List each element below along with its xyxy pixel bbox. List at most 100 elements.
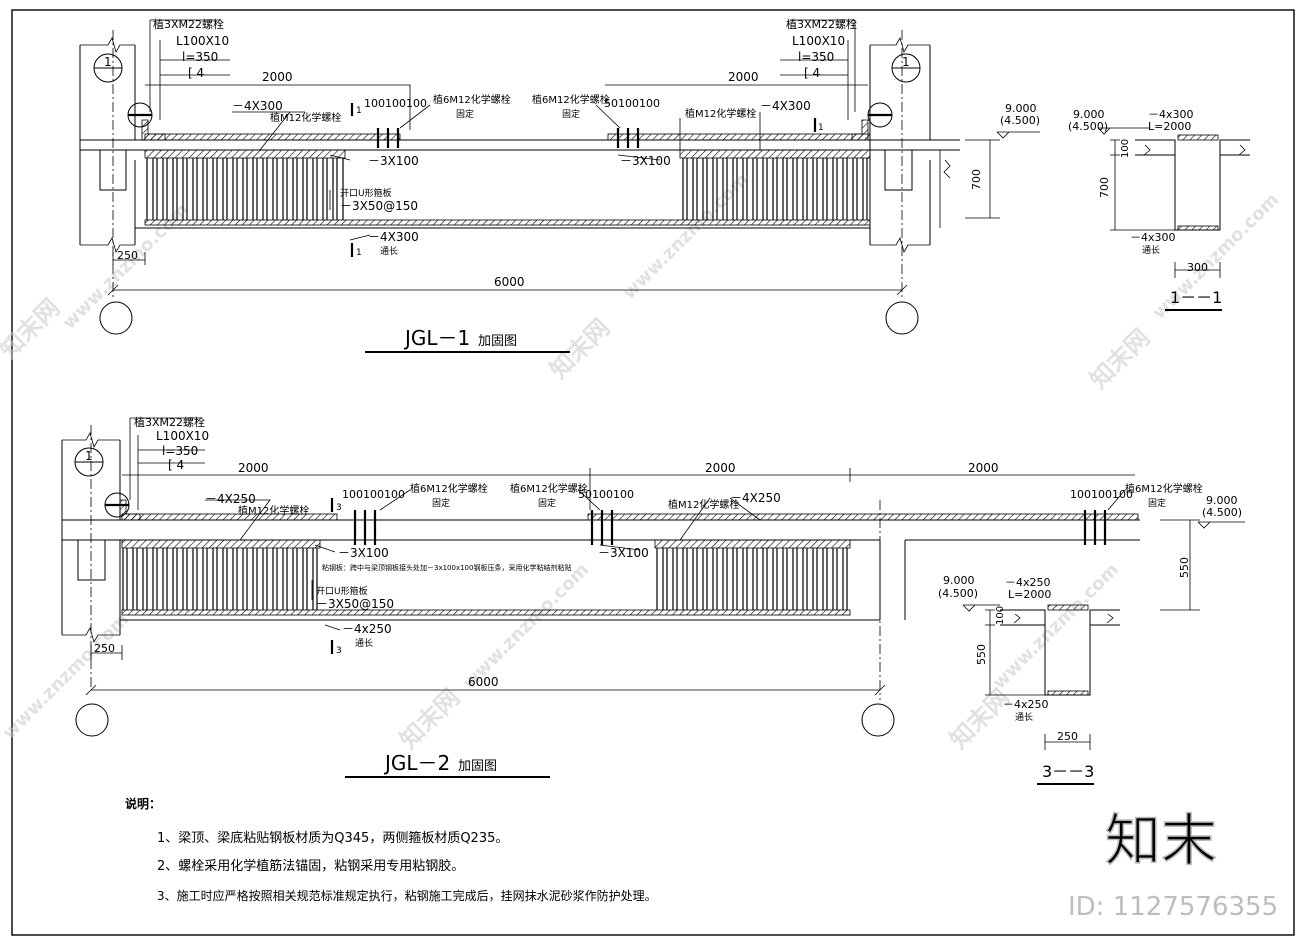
leader-lines (679, 112, 761, 150)
dimension-6000 (85, 684, 886, 696)
elevation-symbol (1097, 127, 1150, 135)
anchor-bolt-label: 植3XM22螺栓 (134, 415, 205, 429)
watermark-text: 知末网 (0, 294, 65, 365)
fix-label: 固定 (432, 497, 450, 509)
plate-top-label: －4X250 (730, 491, 781, 505)
u-stirrup-plates (122, 548, 320, 610)
column-break (62, 626, 120, 644)
plate-note: 粘钢板：跨中与梁顶钢板接头处加－3x100x100钢板压条，采用化学粘结剂粘贴 (322, 563, 571, 572)
jgl2-elevation: 1 植3XM22螺栓 L100X10 l=350 [ 4 2000 2000 2… (61, 415, 1245, 778)
note-item: 2、螺栓采用化学植筋法锚固，粘钢采用专用粘钢胶。 (157, 858, 464, 874)
plate-top-label: －4x300 (1148, 108, 1194, 121)
plate-bottom-label: －4x250 (342, 622, 392, 636)
axis-bubble (75, 703, 109, 737)
height-dimension (965, 139, 1000, 219)
axis-bubble (99, 301, 133, 335)
leader-lines (232, 111, 305, 151)
u-plate-label: 开口U形箍板 (340, 187, 392, 199)
plate-mid-label: －3X100 (620, 154, 671, 168)
cut-mark-number: 1 (356, 248, 362, 258)
elevation-value: 9.000 (943, 574, 975, 587)
chem-bolt-6-label: 植6M12化学螺栓 (1125, 482, 1203, 495)
height-dimension (1160, 519, 1200, 611)
top-steel-plate (587, 513, 1139, 521)
cut-mark-number: 1 (818, 123, 824, 133)
watermark-url: www.znzmo.com (459, 559, 593, 693)
bolt-spacing: 100100100 (342, 488, 405, 501)
elevation-symbol (962, 604, 1000, 612)
top-steel-plate (1047, 604, 1089, 611)
anchor-bolt-label: 植3XM22螺栓 (153, 17, 224, 31)
height-dim-text: 700 (970, 169, 983, 190)
width-dimension (1044, 734, 1091, 750)
plate-top-label: －4x250 (1005, 576, 1051, 589)
through-label: 通长 (380, 245, 398, 257)
width-dimension (1174, 262, 1221, 278)
detail-bubble-number: 1 (85, 449, 93, 463)
jgl1-title: JGL－1 (403, 326, 470, 350)
bolt-spacing-mid: 50100100 (604, 97, 660, 110)
watermark-layer: 知末网 www.znzmo.com 知末网 www.znzmo.com 知末网 … (0, 169, 1283, 754)
section-3-3: 9.000 (4.500) －4x250 L=2000 100 550 －4x2… (938, 574, 1120, 785)
section-title: 1－－1 (1170, 288, 1222, 307)
elevation-paren: (4.500) (1202, 506, 1242, 519)
dimension-a: 2000 (238, 461, 269, 475)
column-break (80, 36, 135, 54)
cut-mark-number: 3 (336, 646, 342, 656)
bottom-steel-plate (121, 609, 851, 616)
dimension-span: 6000 (494, 275, 525, 289)
anchor-bolt-label: 植3XM22螺栓 (786, 17, 857, 31)
notes-heading: 说明： (125, 796, 161, 811)
angle-steel-label: L100X10 (792, 34, 845, 48)
left-column (79, 45, 136, 245)
chem-bolt-6-label: 植6M12化学螺栓 (410, 482, 488, 495)
top-steel-plate (144, 133, 401, 141)
bolt-spacing-mid: 50100100 (578, 488, 634, 501)
dimension-right: 2000 (728, 70, 759, 84)
fix-label: 固定 (538, 497, 556, 509)
beam-break (939, 150, 951, 228)
through-label: 通长 (1142, 244, 1160, 256)
watermark-text: 知末网 (544, 314, 615, 385)
angle-steel (851, 119, 869, 141)
elevation-value: 9.000 (1005, 102, 1037, 115)
chem-bolt-label: 植M12化学螺栓 (270, 111, 341, 124)
column-break (870, 236, 930, 254)
leader-lines (399, 104, 431, 129)
chem-bolt-6-label: 植6M12化学螺栓 (433, 93, 511, 106)
plate-top-label: －4X300 (760, 99, 811, 113)
angle-code-label: [ 4 (188, 66, 204, 80)
column-stub (884, 150, 913, 191)
steel-band (121, 539, 321, 549)
height-dim-text: 550 (1178, 557, 1191, 578)
leader-lines (129, 417, 205, 510)
dimension-c: 2000 (968, 461, 999, 475)
dim-100: 100 (995, 606, 1006, 625)
detail-bubble-number: 1 (902, 55, 910, 69)
section-width: 300 (1187, 261, 1208, 274)
angle-code-label: [ 4 (804, 66, 820, 80)
u-stirrup-plates (145, 158, 345, 220)
fix-label: 固定 (1148, 497, 1166, 509)
bottom-steel-plate (144, 219, 871, 226)
leader-lines (1107, 489, 1126, 511)
chem-bolt-label: 植M12化学螺栓 (685, 107, 756, 120)
angle-length-label: l=350 (162, 444, 198, 458)
section-width: 250 (1057, 730, 1078, 743)
note-item: 3、施工时应严格按照相关规范标准规定执行，粘钢施工完成后，挂网抹水泥砂浆作防护处… (157, 888, 657, 903)
u-stirrup-plates (655, 548, 850, 610)
plate-bottom-label: －4X300 (368, 230, 419, 244)
steel-band (144, 149, 346, 159)
angle-steel (141, 119, 166, 141)
dimension-2000 (145, 84, 411, 130)
through-label: 通长 (1015, 711, 1033, 723)
column-stub (77, 540, 106, 581)
plate-length-label: L=2000 (1148, 120, 1191, 133)
angle-length-label: l=350 (798, 50, 834, 64)
dimension-2000 (590, 468, 1135, 482)
slab-line (80, 139, 960, 151)
jgl1-elevation: 1 1 植3XM22螺栓 L100X10 l=350 [ 4 2000 植3XM… (79, 17, 1040, 353)
steel-band (679, 149, 871, 159)
column-break (62, 431, 120, 449)
